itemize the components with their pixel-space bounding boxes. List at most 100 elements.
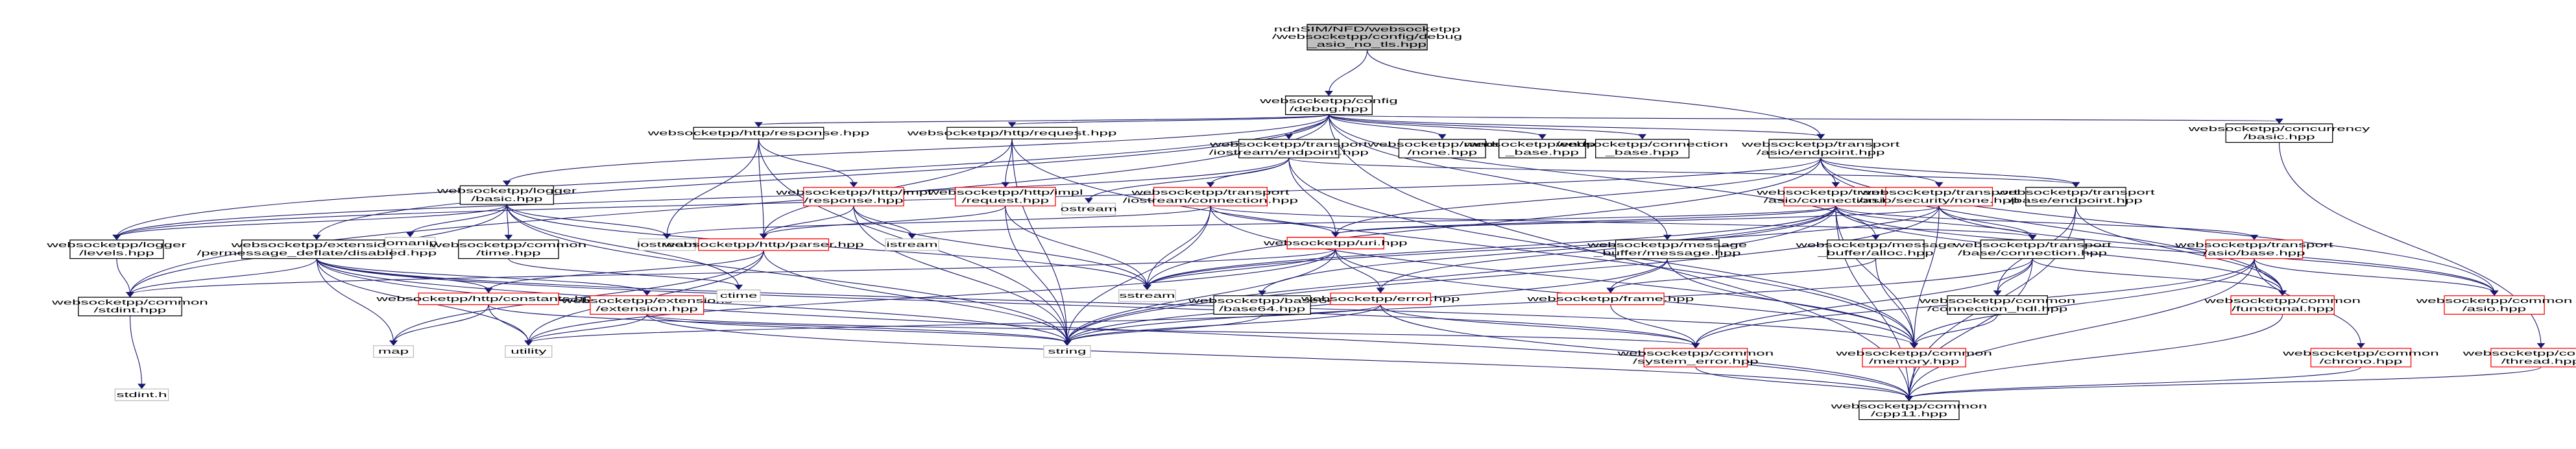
node-mb-message[interactable]: websocketpp/message_buffer/message.hpp [1587, 240, 1747, 259]
node-box[interactable] [1886, 188, 1992, 206]
node-box[interactable] [1616, 240, 1719, 259]
node-functional[interactable]: websocketpp/common/functional.hpp [2204, 296, 2361, 315]
node-cpp11[interactable]: websocketpp/common/cpp11.hpp [1830, 401, 1987, 420]
node-base-endpoint[interactable]: websocketpp/transport/base/endpoint.hpp [1996, 188, 2156, 206]
node-frame[interactable]: websocketpp/frame.hpp [1526, 293, 1694, 305]
node-box[interactable] [374, 346, 414, 358]
node-map[interactable]: map [374, 346, 414, 358]
node-ctime[interactable]: ctime [717, 290, 760, 302]
node-http-constants[interactable]: websocketpp/http/constants.hpp [376, 293, 601, 305]
node-asio-base[interactable]: websocketpp/transport/asio/base.hpp [2174, 240, 2334, 259]
node-box[interactable] [885, 239, 939, 250]
node-random-none[interactable]: websocketpp/random/none.hpp [1367, 140, 1517, 158]
node-impl-request[interactable]: websocketpp/http/impl/request.hpp [927, 188, 1083, 206]
node-box[interactable] [2444, 296, 2544, 315]
node-iostream-connection[interactable]: websocketpp/transport/iostream/connectio… [1123, 188, 1298, 206]
node-box[interactable] [2206, 240, 2302, 259]
node-box[interactable] [2231, 296, 2334, 315]
node-base-connection[interactable]: websocketpp/transport/base/connection.hp… [1953, 240, 2112, 259]
node-logger-basic[interactable]: websocketpp/logger/basic.hpp [437, 186, 577, 204]
node-box[interactable] [1154, 188, 1268, 206]
node-root[interactable]: ndnSIM/NFD/websocketpp/websocketpp/confi… [1272, 25, 1462, 50]
node-box[interactable] [1769, 140, 1872, 158]
node-box[interactable] [1307, 25, 1427, 50]
node-system-error[interactable]: websocketpp/common/system_error.hpp [1617, 348, 1774, 367]
node-box[interactable] [1330, 293, 1430, 305]
node-common-asio[interactable]: websocketpp/common/asio.hpp [2415, 296, 2572, 315]
node-debug[interactable]: websocketpp/config/debug.hpp [1259, 96, 1398, 115]
node-memory[interactable]: websocketpp/common/memory.hpp [1835, 348, 1992, 367]
node-string[interactable]: string [1044, 346, 1090, 358]
node-box[interactable] [78, 297, 182, 316]
node-http-parser[interactable]: websocketpp/http/parser.hpp [662, 239, 864, 250]
node-box[interactable] [115, 389, 168, 401]
node-sstream[interactable]: sstream [1119, 290, 1175, 302]
node-box[interactable] [460, 186, 553, 204]
node-box[interactable] [2491, 348, 2576, 367]
node-ext-extension[interactable]: websocketpp/extensions/extension.hpp [560, 296, 732, 315]
node-base64[interactable]: websocketpp/base64/base64.hpp [1188, 296, 1336, 315]
node-common-time[interactable]: websocketpp/common/time.hpp [429, 240, 586, 259]
node-box[interactable] [418, 293, 559, 305]
node-logger-levels[interactable]: websocketpp/logger/levels.hpp [46, 240, 186, 259]
node-box[interactable] [1644, 348, 1747, 367]
node-box[interactable] [1862, 348, 1966, 367]
node-box[interactable] [1980, 240, 2084, 259]
node-box[interactable] [804, 188, 904, 206]
node-concurrency-basic[interactable]: websocketpp/concurrency/basic.hpp [2187, 124, 2370, 143]
node-uri[interactable]: websocketpp/uri.hpp [1263, 237, 1408, 249]
node-box[interactable] [70, 240, 163, 259]
node-chrono[interactable]: websocketpp/common/chrono.hpp [2282, 348, 2439, 367]
node-endpoint-base[interactable]: websocketpp/endpoint_base.hpp [1463, 140, 1621, 158]
node-box[interactable] [2226, 124, 2332, 143]
node-common-stdint[interactable]: websocketpp/common/stdint.hpp [51, 297, 208, 316]
node-box[interactable] [1499, 140, 1586, 158]
node-ostream[interactable]: ostream [1061, 203, 1117, 215]
node-box[interactable] [1784, 188, 1887, 206]
node-box[interactable] [1062, 203, 1115, 215]
node-iomanip[interactable]: iomanip [383, 237, 438, 249]
node-stdint-h[interactable]: stdint.h [115, 389, 168, 401]
node-box[interactable] [590, 296, 704, 315]
node-box[interactable] [638, 239, 695, 250]
node-box[interactable] [2026, 188, 2126, 206]
node-box[interactable] [505, 346, 552, 358]
node-box[interactable] [1119, 290, 1175, 302]
node-box[interactable] [242, 240, 392, 259]
node-box[interactable] [699, 239, 828, 250]
node-impl-response[interactable]: websocketpp/http/impl/response.hpp [775, 188, 932, 206]
node-box[interactable] [1558, 293, 1664, 305]
node-box[interactable] [1827, 240, 1924, 259]
node-asio-endpoint[interactable]: websocketpp/transport/asio/endpoint.hpp [1741, 140, 1901, 158]
node-box[interactable] [1214, 296, 1310, 315]
node-box[interactable] [1859, 401, 1959, 420]
node-error[interactable]: websocketpp/error.hpp [1301, 293, 1460, 305]
node-thread[interactable]: websocketpp/common/thread.hpp [2462, 348, 2576, 367]
node-box[interactable] [947, 127, 1077, 139]
node-box[interactable] [1399, 140, 1486, 158]
node-connection-hdl[interactable]: websocketpp/common/connection_hdl.hpp [1919, 296, 2076, 315]
node-box[interactable] [385, 237, 435, 249]
node-http-request[interactable]: websocketpp/http/request.hpp [907, 127, 1117, 139]
node-box[interactable] [459, 240, 559, 259]
node-box[interactable] [1947, 296, 2047, 315]
node-istream[interactable]: istream [885, 239, 939, 250]
node-utility[interactable]: utility [505, 346, 552, 358]
node-iostream[interactable]: iostream [637, 239, 697, 250]
node-box[interactable] [1044, 346, 1090, 358]
node-http-response[interactable]: websocketpp/http/response.hpp [647, 127, 869, 139]
node-box[interactable] [693, 127, 823, 139]
node-box[interactable] [1596, 140, 1689, 158]
node-asio-security-none[interactable]: websocketpp/transport/asio/security/none… [1859, 188, 2020, 206]
node-box[interactable] [1287, 237, 1384, 249]
node-box[interactable] [2311, 348, 2411, 367]
node-box[interactable] [1286, 96, 1373, 115]
node-iostream-endpoint[interactable]: websocketpp/transport/iostream/endpoint.… [1209, 140, 1369, 158]
node-box[interactable] [717, 290, 760, 302]
node-box[interactable] [956, 188, 1055, 206]
node-box[interactable] [1239, 140, 1339, 158]
node-asio-connection[interactable]: websocketpp/transport/asio/connection.hp… [1756, 188, 1916, 206]
node-connection-base[interactable]: websocketpp/connection_base.hpp [1556, 140, 1728, 158]
node-pmd-disabled[interactable]: websocketpp/extensions/permessage_deflat… [197, 240, 437, 259]
node-mb-alloc[interactable]: websocketpp/message_buffer/alloc.hpp [1795, 240, 1955, 259]
